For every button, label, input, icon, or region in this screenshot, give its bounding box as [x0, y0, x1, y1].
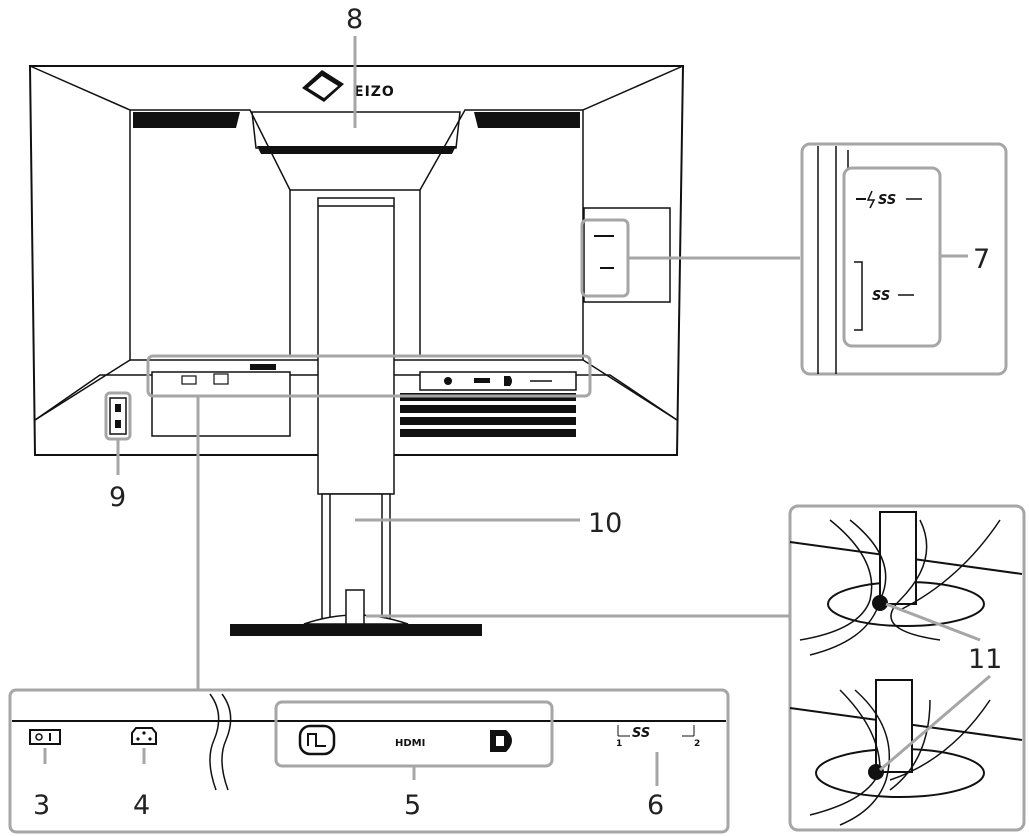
connector-detail-panel: [8, 688, 730, 834]
callout-5: 5: [404, 790, 421, 821]
usb-detail-panel: SS SS: [800, 142, 1008, 376]
usb-ss-icon: SS 1 2: [616, 725, 700, 749]
callout-3: 3: [33, 790, 50, 821]
usb-port-2-label: 2: [694, 739, 700, 749]
callout-8: 8: [346, 4, 363, 35]
power-switch-icon: [29, 729, 61, 745]
logo-text: EIZO: [354, 84, 395, 100]
callout-9: 9: [109, 482, 126, 513]
callout-10: 10: [588, 508, 622, 539]
carry-handle: [251, 111, 461, 149]
callout-11: 11: [968, 644, 1002, 675]
usb-c-power-icon: SS: [856, 190, 922, 209]
cable-holder-detail-panel: [788, 504, 1026, 832]
usb-ss-label: SS: [632, 726, 650, 741]
ac-inlet-icon: [131, 727, 157, 745]
callout-4: 4: [133, 790, 150, 821]
usb-a-label: SS: [872, 289, 890, 304]
stand-neck: [317, 197, 395, 621]
callout-6: 6: [647, 790, 664, 821]
stand-base: [230, 589, 482, 636]
connector-highlight-frame: [146, 354, 592, 398]
callout-frames: [104, 218, 800, 690]
usb-a-icon: SS: [854, 261, 914, 331]
main-leader-lines: [116, 36, 580, 522]
security-slot-icon: [109, 397, 127, 435]
eizo-logo-icon: EIZO: [302, 70, 395, 102]
rear-connector-panel-left: [151, 364, 291, 437]
displayport-icon: [490, 730, 512, 752]
callout-numbers: 3 4 5 6 7 8 9 10 11: [33, 4, 1002, 821]
usb-port-1-label: 1: [616, 739, 622, 749]
usb-c-upstream-icon: [298, 724, 336, 756]
leader-lines: [43, 748, 659, 786]
rear-connector-panel-right: [419, 371, 577, 391]
hdmi-label: HDMI: [395, 738, 425, 749]
hdmi-icon: HDMI: [395, 738, 425, 749]
callout-7: 7: [973, 244, 990, 275]
usb-c-label: SS: [878, 193, 896, 208]
